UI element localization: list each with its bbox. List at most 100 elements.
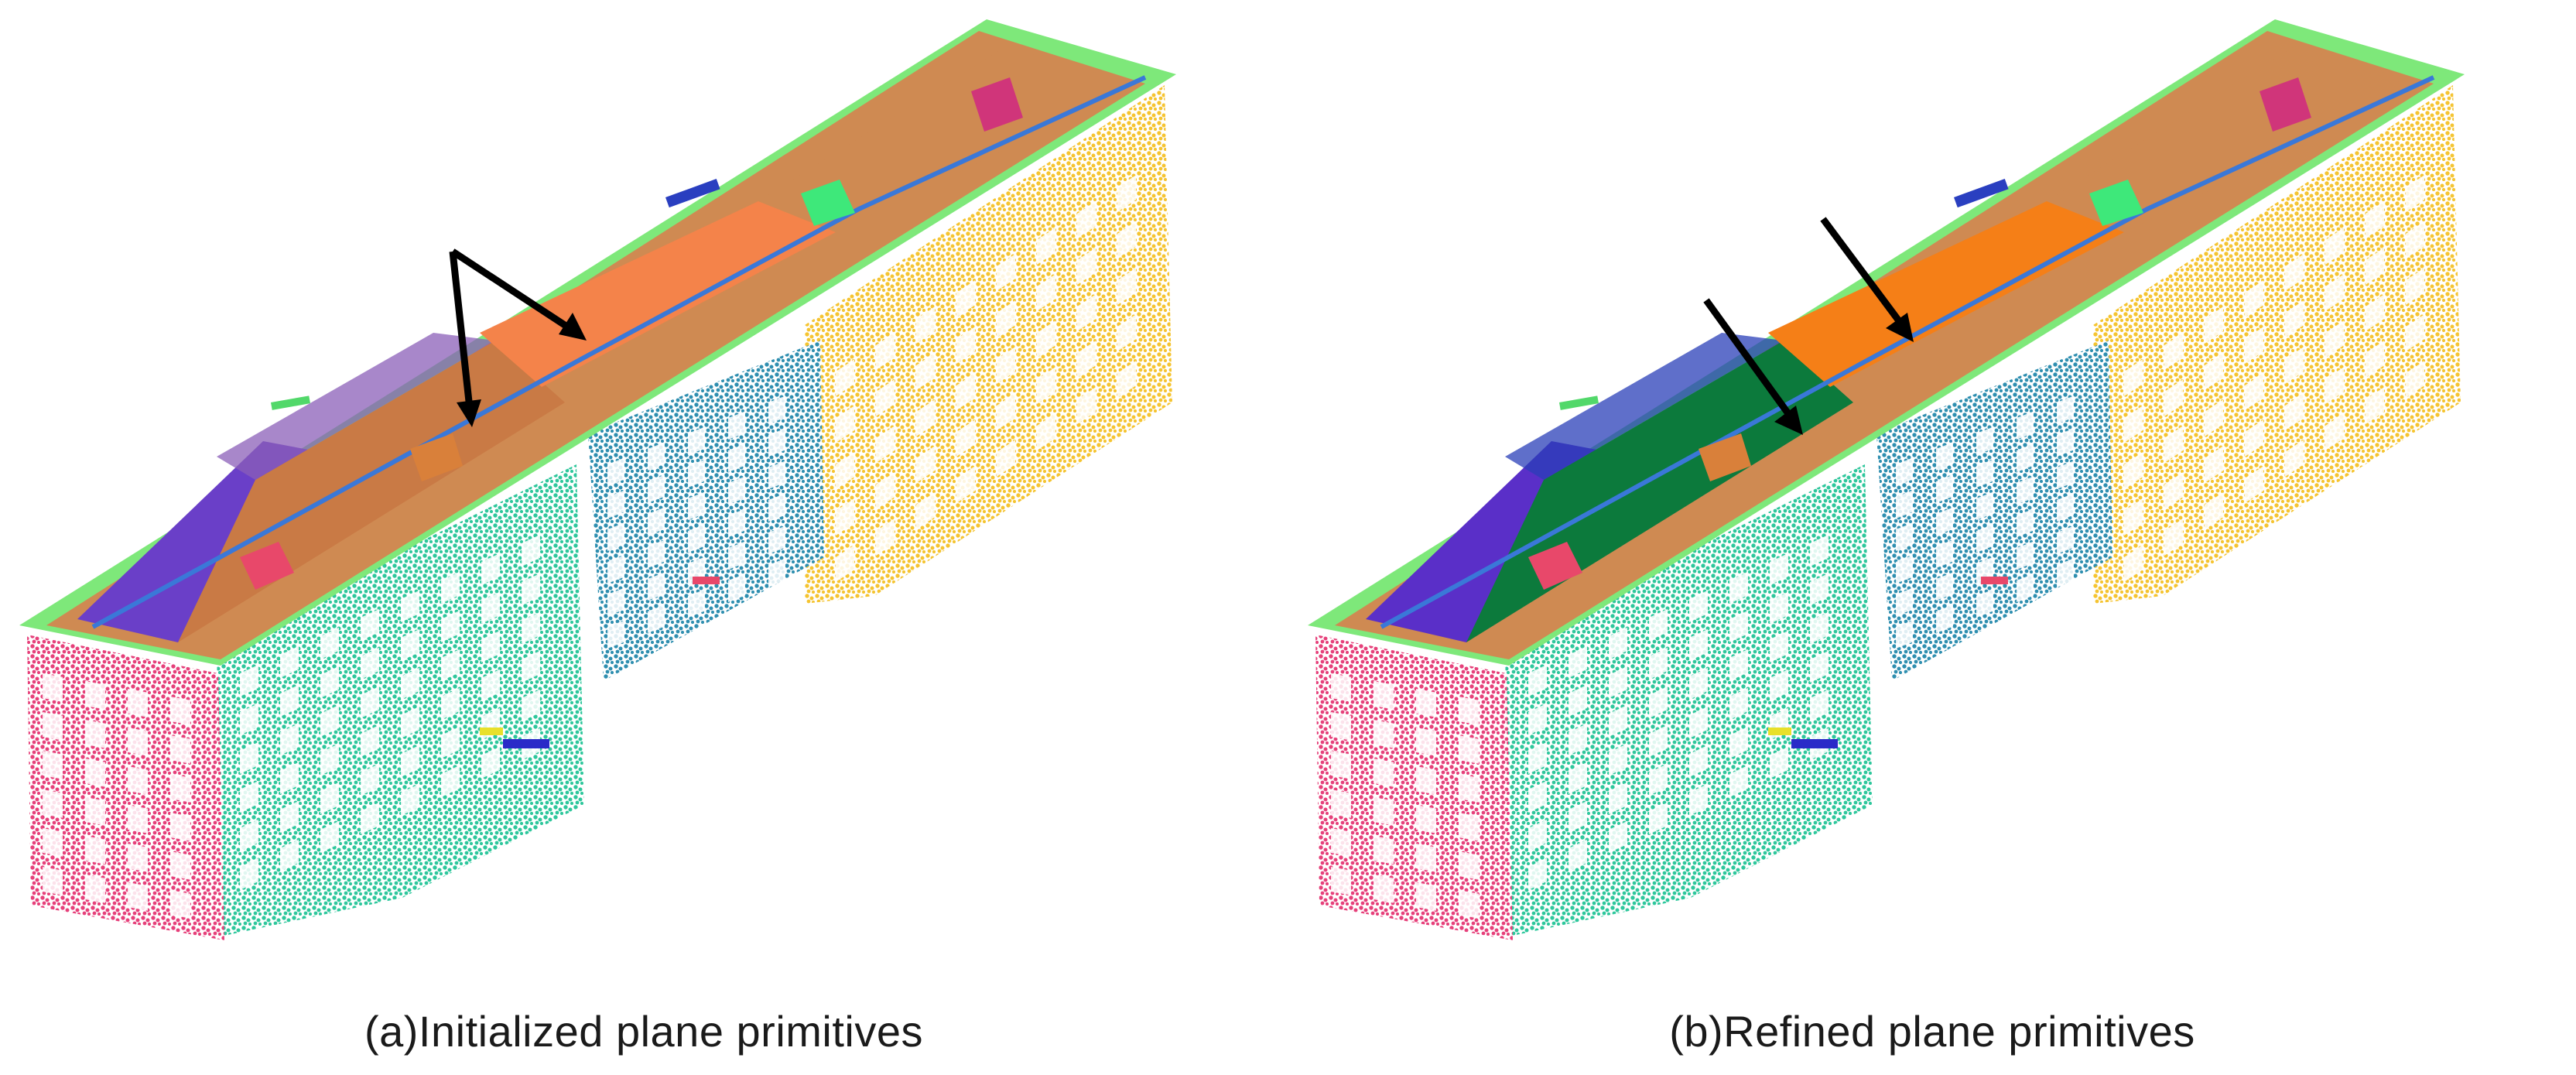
window-gap [728, 411, 745, 440]
window-gap [2285, 393, 2304, 430]
facade-detail [1981, 577, 2008, 584]
window-gap [1936, 474, 1953, 503]
window-gap [128, 844, 148, 872]
window-gap [2325, 274, 2344, 311]
window-gap [481, 591, 500, 624]
window-gap [1689, 706, 1708, 738]
window-gap [2366, 201, 2384, 238]
window-gap [43, 712, 63, 741]
window-gap [481, 553, 500, 585]
window-gap [43, 867, 63, 895]
window-gap [916, 353, 935, 390]
window-gap [43, 828, 63, 857]
window-gap [1416, 766, 1436, 795]
roof-segment-dark [1505, 333, 1784, 480]
window-gap [1416, 689, 1436, 717]
window-gap [1459, 813, 1479, 841]
building-a [19, 19, 1176, 940]
window-gap [688, 426, 705, 455]
window-gap [2017, 443, 2034, 472]
window-gap [2124, 498, 2143, 536]
window-gap [2164, 519, 2183, 556]
window-gap [1649, 763, 1668, 796]
window-gap [876, 519, 895, 556]
window-gap [170, 735, 190, 764]
roof-equipment [1954, 179, 2009, 208]
roof-rim [91, 75, 1147, 629]
window-gap [916, 399, 935, 437]
window-gap [280, 762, 299, 794]
window-gap [1331, 673, 1351, 702]
window-gap [876, 333, 895, 370]
window-gap [607, 587, 624, 616]
window-gap [768, 526, 785, 554]
window-gap [916, 492, 935, 529]
window-gap [1896, 490, 1913, 519]
window-gap [85, 836, 105, 864]
window-gap [728, 541, 745, 570]
window-gap [1374, 836, 1394, 864]
window-gap [607, 490, 624, 519]
window-gap [441, 726, 460, 758]
window-gap [280, 800, 299, 833]
window-gap [280, 839, 299, 871]
window-gap [1896, 555, 1913, 584]
window-gap [1459, 735, 1479, 764]
window-gap [1649, 724, 1668, 757]
window-gap [607, 620, 624, 649]
facade-front [217, 464, 584, 936]
window-gap [1117, 361, 1136, 398]
window-gap [1936, 442, 1953, 471]
window-gap [1810, 650, 1829, 683]
skylight [240, 542, 294, 590]
window-gap [1569, 839, 1587, 871]
window-gap [768, 558, 785, 587]
window-gap [361, 802, 379, 834]
roof-segment-right [758, 46, 1137, 232]
window-gap [2017, 573, 2034, 602]
window-gap [607, 457, 624, 486]
window-gap [170, 890, 190, 919]
window-gap [522, 573, 540, 605]
window-gap [2325, 413, 2344, 450]
window-gap [728, 573, 745, 602]
window-gap [1649, 647, 1668, 680]
window-gap [1037, 320, 1055, 358]
window-gap [1770, 669, 1788, 701]
window-gap [1729, 726, 1748, 758]
window-gap [522, 611, 540, 644]
window-gap [1896, 522, 1913, 551]
window-gap [1976, 589, 1993, 618]
facade-middle [1876, 341, 2112, 681]
window-gap [2205, 353, 2223, 390]
window-gap [607, 555, 624, 584]
building-point-cloud-a [19, 19, 1176, 940]
window-gap [1569, 645, 1587, 678]
window-gap [916, 446, 935, 483]
window-gap [648, 539, 665, 568]
window-gap [2205, 399, 2223, 437]
window-gap [688, 459, 705, 488]
window-gap [648, 474, 665, 503]
window-gap [2205, 446, 2223, 483]
window-gap [2285, 254, 2304, 291]
window-gap [997, 347, 1015, 384]
window-gap [1896, 457, 1913, 486]
window-gap [2205, 492, 2223, 529]
window-gap [1528, 741, 1547, 774]
window-gap [997, 393, 1015, 430]
window-gap [2285, 440, 2304, 477]
window-gap [1936, 539, 1953, 568]
window-gap [1416, 805, 1436, 834]
window-gap [170, 813, 190, 841]
window-gap [1770, 591, 1788, 624]
window-gap [2245, 373, 2263, 410]
window-gap [401, 706, 419, 738]
window-gap [1609, 666, 1627, 698]
panel-a: (a)Initialized plane primitives [19, 19, 1176, 1056]
roof-segment-right [2047, 46, 2426, 232]
window-gap [997, 254, 1015, 291]
window-gap [648, 572, 665, 601]
window-gap [1459, 851, 1479, 880]
window-gap [1896, 620, 1913, 649]
